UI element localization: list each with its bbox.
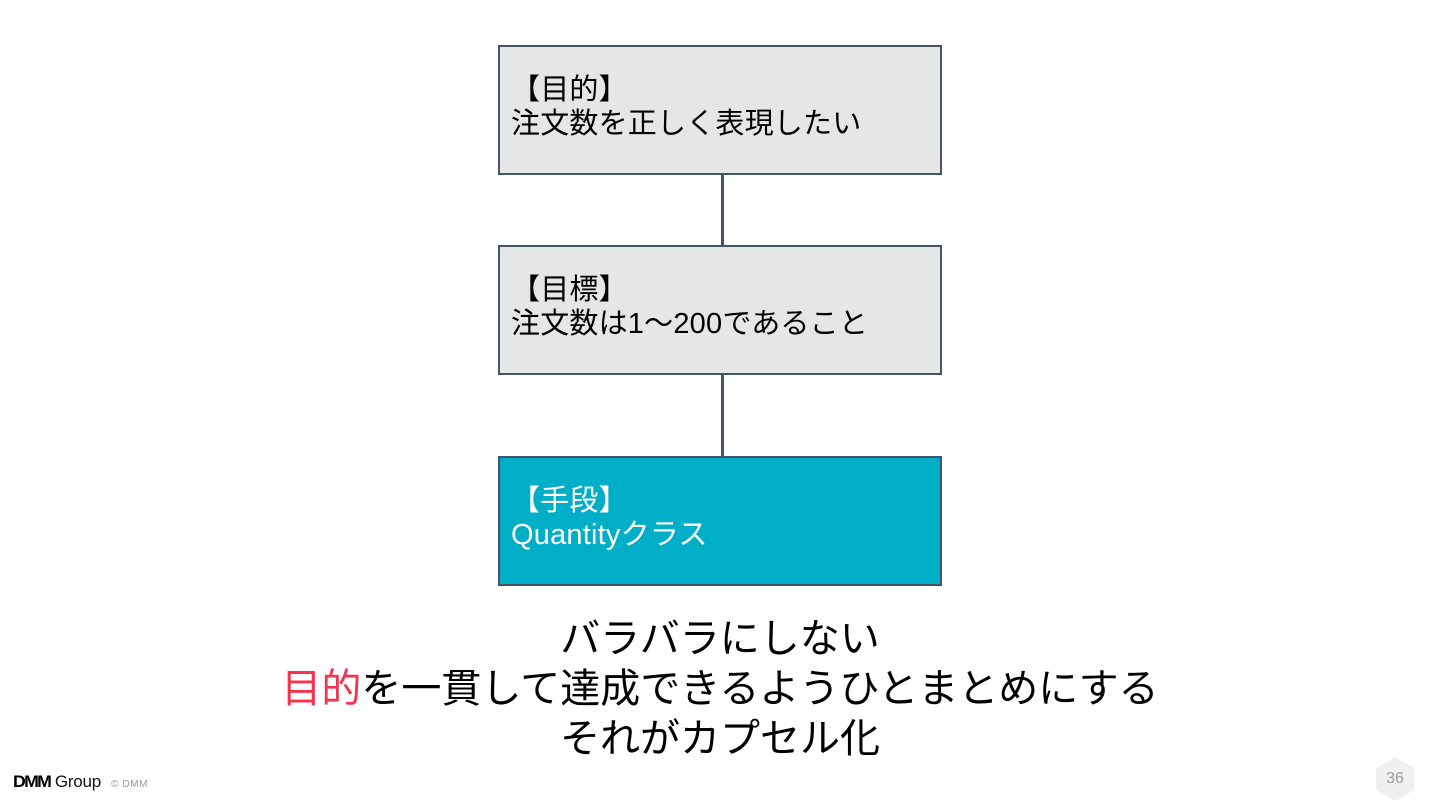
caption-line-2-rest: を一貫して達成できるようひとまとめにする [361, 667, 1159, 711]
page-number-badge: 36 [1371, 755, 1419, 803]
flow-node-goal-text: 注文数は1〜200であること [511, 308, 869, 340]
flow-node-means-title: 【手段】 [511, 485, 628, 517]
flow-node-purpose-text: 注文数を正しく表現したい [511, 108, 862, 140]
caption-line-3: それがカプセル化 [560, 717, 880, 761]
flow-node-purpose: 【目的】 注文数を正しく表現したい [498, 45, 942, 175]
caption-line-1: バラバラにしない [560, 617, 880, 661]
dmm-logo-wordmark: Group [54, 772, 102, 791]
footer-logo: DMM Group © DMM [13, 772, 148, 792]
flow-node-goal: 【目標】 注文数は1〜200であること [498, 245, 942, 375]
flow-node-means-text: Quantityクラス [511, 519, 708, 551]
flow-node-goal-title: 【目標】 [511, 274, 628, 306]
page-number: 36 [1386, 770, 1404, 787]
caption-line-2: 目的を一貫して達成できるようひとまとめにする [0, 664, 1440, 714]
copyright-text: © DMM [111, 779, 149, 790]
dmm-logo-mark: DMM [13, 772, 52, 791]
connector-purpose-to-goal [721, 175, 724, 245]
caption-block: バラバラにしない 目的を一貫して達成できるようひとまとめにする それがカプセル化 [0, 614, 1440, 764]
flow-node-means: 【手段】 Quantityクラス [498, 456, 942, 586]
hexagon-icon [1376, 757, 1414, 801]
connector-goal-to-means [721, 375, 724, 456]
flow-node-purpose-title: 【目的】 [511, 74, 628, 106]
caption-highlight-purpose: 目的 [281, 667, 362, 711]
